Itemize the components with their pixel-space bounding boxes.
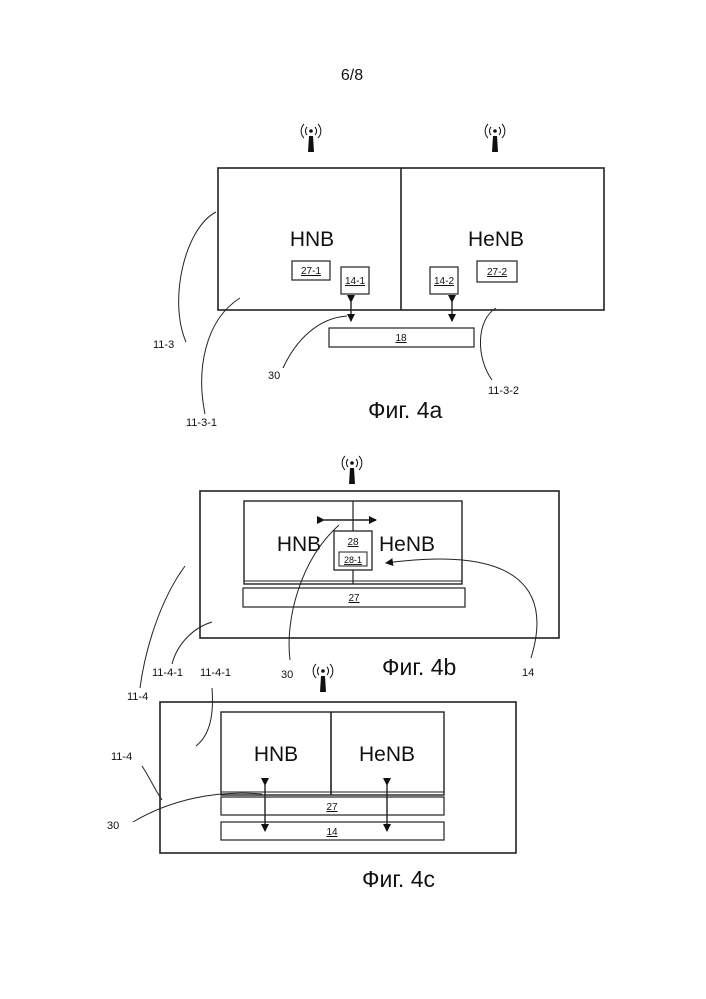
- henb-title: HeNB: [468, 228, 524, 251]
- leader-11-4-1: [172, 622, 212, 664]
- hnb-title: HNB: [254, 743, 298, 766]
- leader-11-4: [142, 766, 162, 800]
- leader-11-4-1: [196, 688, 212, 746]
- device-11-4: [200, 491, 559, 638]
- hnb-title: HNB: [277, 533, 321, 556]
- leader-11-3: [179, 212, 216, 342]
- box-18-label: 18: [395, 333, 407, 344]
- ref-30: 30: [268, 370, 280, 382]
- ref-11-3-1: 11-3-1: [186, 417, 217, 429]
- page-number: 6/8: [341, 67, 363, 84]
- ref-11-4: 11-4: [127, 691, 148, 703]
- figure-caption: Фиг. 4a: [368, 397, 442, 423]
- box-27-2-label: 27-2: [487, 267, 507, 278]
- box-14-2-label: 14-2: [434, 276, 454, 287]
- leader-30: [283, 316, 347, 368]
- figure-caption: Фиг. 4c: [362, 866, 435, 892]
- figure-4c: HNB HeNB 27 14 30 11-4 11-4-1 Фиг. 4c: [107, 664, 516, 892]
- ref-11-4-1: 11-4-1: [152, 667, 183, 679]
- antenna-icon: [342, 456, 362, 484]
- device-11-3: [218, 168, 604, 310]
- box-14-1-label: 14-1: [345, 276, 365, 287]
- henb-title: HeNB: [379, 533, 435, 556]
- box-28-label: 28: [347, 537, 359, 548]
- ref-11-4-1: 11-4-1: [200, 667, 231, 679]
- ref-30: 30: [107, 820, 119, 832]
- antenna-icon: [485, 124, 505, 152]
- figure-4b: HNB HeNB 28 28-1 27 30 14 11-4 11-4-1 Фи…: [127, 456, 559, 703]
- figure-caption: Фиг. 4b: [382, 654, 456, 680]
- box-27-1-label: 27-1: [301, 266, 321, 277]
- box-28-1-label: 28-1: [344, 555, 362, 565]
- ref-11-4: 11-4: [111, 751, 132, 763]
- device-11-4: [160, 702, 516, 853]
- leader-11-3-1: [202, 298, 240, 414]
- box-27-label: 27: [348, 593, 360, 604]
- leader-11-3-2: [480, 308, 496, 380]
- henb-title: HeNB: [359, 743, 415, 766]
- hnb-title: HNB: [290, 228, 334, 251]
- ref-11-3: 11-3: [153, 339, 174, 351]
- antenna-icon: [313, 664, 333, 692]
- ref-14: 14: [522, 667, 534, 679]
- ref-11-3-2: 11-3-2: [488, 385, 519, 397]
- box-27-label: 27: [326, 802, 338, 813]
- antenna-icon: [301, 124, 321, 152]
- ref-30: 30: [281, 669, 293, 681]
- figure-4a: HNB HeNB 27-1 14-1 14-2 27-2 18 11-3 11-…: [153, 124, 604, 429]
- box-14-label: 14: [326, 827, 338, 838]
